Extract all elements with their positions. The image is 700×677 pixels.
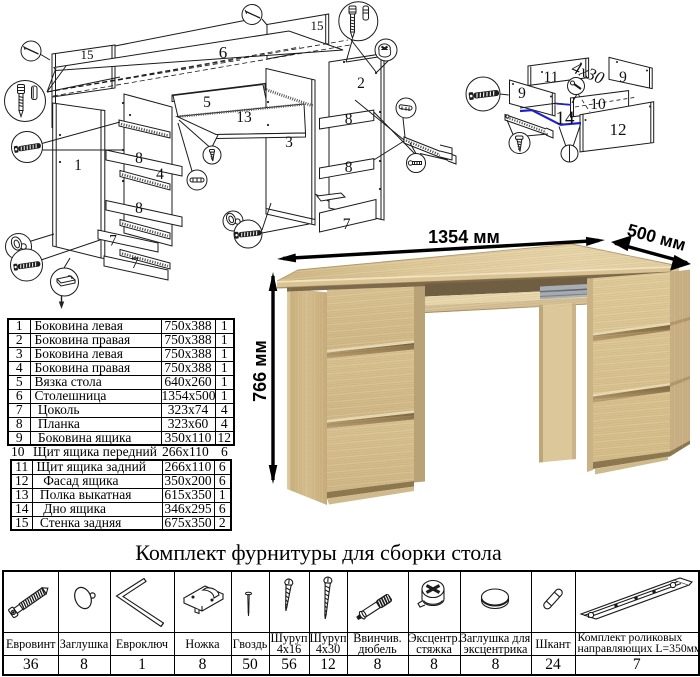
svg-text:9: 9: [619, 69, 627, 86]
svg-text:11: 11: [544, 69, 559, 86]
svg-text:7: 7: [343, 216, 351, 233]
svg-text:766 мм: 766 мм: [250, 340, 270, 402]
svg-text:8: 8: [135, 150, 143, 167]
svg-text:3: 3: [285, 134, 293, 151]
svg-text:10: 10: [590, 96, 606, 113]
svg-text:7: 7: [109, 233, 117, 250]
svg-text:2: 2: [357, 75, 365, 92]
svg-text:14: 14: [556, 108, 576, 129]
svg-text:1354 мм: 1354 мм: [428, 227, 500, 247]
svg-text:7: 7: [131, 255, 139, 272]
svg-text:9: 9: [518, 85, 526, 102]
svg-text:8: 8: [345, 159, 353, 176]
svg-text:1: 1: [74, 157, 82, 174]
svg-text:13: 13: [236, 109, 252, 126]
svg-text:5: 5: [203, 94, 211, 111]
svg-text:12: 12: [610, 120, 627, 139]
svg-text:8: 8: [135, 200, 143, 217]
svg-text:15: 15: [311, 18, 324, 33]
svg-text:15: 15: [81, 47, 94, 62]
svg-text:8: 8: [345, 111, 353, 128]
svg-text:6: 6: [219, 43, 228, 62]
svg-text:4: 4: [156, 166, 164, 183]
